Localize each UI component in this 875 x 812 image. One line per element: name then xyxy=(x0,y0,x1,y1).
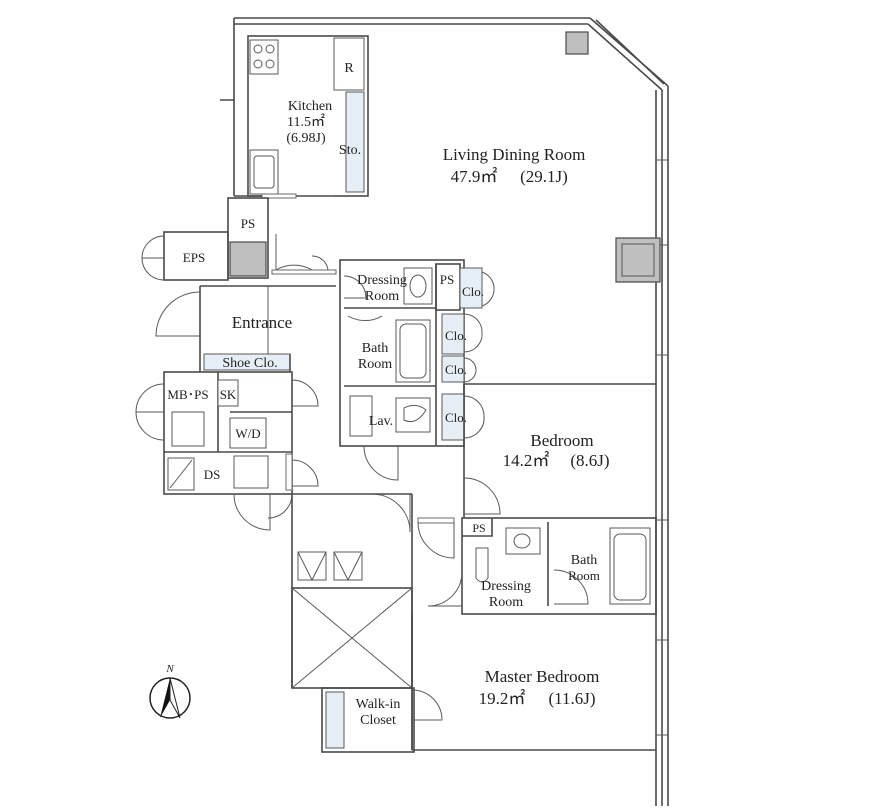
ps-label-top: PS xyxy=(241,216,255,231)
refrigerator xyxy=(333,37,365,91)
ds-label: DS xyxy=(204,467,221,482)
ps-shaft-box xyxy=(229,241,267,277)
closet-label-4: Clo. xyxy=(445,410,467,425)
wd-label: W/D xyxy=(235,426,260,441)
utility-area xyxy=(135,371,319,531)
bedroom-name: Bedroom xyxy=(530,431,593,450)
closet-1 xyxy=(459,267,483,309)
washer-dryer xyxy=(229,417,267,449)
north-label: N xyxy=(165,663,174,675)
closet-strip xyxy=(435,263,656,441)
kitchen-name: Kitchen xyxy=(288,99,332,114)
kitchen-jo-label: (6.98J) xyxy=(286,131,326,146)
closet-label-1: Clo. xyxy=(462,284,484,299)
walkin-area xyxy=(321,687,443,753)
kitchen-area xyxy=(247,35,369,199)
walkin-line1: Walk-in xyxy=(356,697,401,712)
bath-block-upper xyxy=(339,259,465,481)
kitchen-area-label: 11.5㎡ xyxy=(287,114,325,130)
mbps-label: MB･PS xyxy=(167,387,208,402)
stove xyxy=(249,39,279,75)
closet-3 xyxy=(441,355,465,383)
column-living xyxy=(615,237,661,283)
bath2-line2: Room xyxy=(568,568,600,583)
north-arrow-icon xyxy=(149,677,191,719)
shaft-area xyxy=(141,197,269,281)
ps-label-low: PS xyxy=(472,521,485,535)
bath2-line1: Bath xyxy=(571,553,597,568)
refrigerator-label: R xyxy=(344,61,354,76)
sk-label: SK xyxy=(220,387,237,402)
dressing1-line1: Dressing xyxy=(357,273,407,288)
bath1-line1: Bath xyxy=(362,341,388,356)
dressing2-line2: Room xyxy=(489,595,523,610)
closet-label-2: Clo. xyxy=(445,328,467,343)
column-top xyxy=(565,31,589,55)
bedroom-area xyxy=(463,384,501,518)
dressing2-line1: Dressing xyxy=(481,579,531,594)
walkin-line2: Closet xyxy=(360,713,396,728)
master-name: Master Bedroom xyxy=(485,667,600,686)
master-jo-label: (11.6J) xyxy=(548,689,595,708)
sink-sk-box xyxy=(217,379,239,407)
master-area-label: 19.2㎡ xyxy=(479,689,526,708)
kitchen-storage xyxy=(345,91,365,193)
bedroom-area-label: 14.2㎡ xyxy=(503,451,550,470)
shoe-closet-label: Shoe Clo. xyxy=(222,356,277,371)
living-jo-label: (29.1J) xyxy=(520,167,568,186)
bath-block-lower xyxy=(427,517,657,615)
living-area-label: 47.9㎡ xyxy=(451,167,498,186)
ps-label-mid: PS xyxy=(440,272,454,287)
lav-label: Lav. xyxy=(369,414,393,429)
bedroom-jo-label: (8.6J) xyxy=(570,451,609,470)
walkin-closet-fill xyxy=(325,691,345,749)
eps-label: EPS xyxy=(183,250,205,265)
master-area xyxy=(411,614,656,751)
dressing1-line2: Room xyxy=(365,289,399,304)
living-name: Living Dining Room xyxy=(443,145,586,164)
closet-2 xyxy=(441,313,465,355)
storage-label: Sto. xyxy=(339,143,361,158)
closet-label-3: Clo. xyxy=(445,362,467,377)
entrance-area xyxy=(155,285,336,372)
entrance-name: Entrance xyxy=(232,313,292,332)
bath1-line2: Room xyxy=(358,357,392,372)
